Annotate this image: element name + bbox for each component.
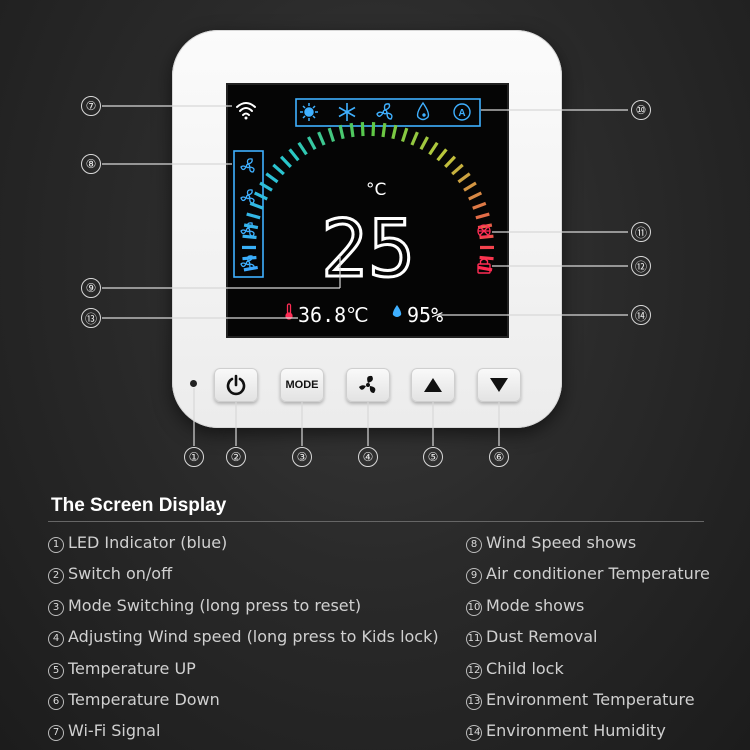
arc-segment (317, 131, 326, 146)
callout-8: ⑧ (81, 154, 101, 174)
arc-segment (463, 181, 477, 192)
snowflake-icon (338, 103, 356, 121)
arc-segment (419, 136, 429, 151)
arc-segment (307, 136, 317, 151)
arc-segment (400, 127, 409, 142)
dry-mode-icon (416, 101, 430, 121)
arc-segment (381, 122, 387, 138)
arc-segment (242, 234, 257, 240)
temperature-arc-gauge (241, 122, 495, 272)
temperature-up-button[interactable] (411, 368, 455, 402)
callout-14: ⑭ (631, 305, 651, 325)
arc-segment (410, 131, 419, 146)
temperature-down-button[interactable] (477, 368, 521, 402)
callout-1: ① (184, 447, 204, 467)
callout-9: ⑨ (81, 278, 101, 298)
callout-7: ⑦ (81, 96, 101, 116)
arc-segment (436, 148, 448, 162)
callout-10: ⑩ (631, 100, 651, 120)
arc-segment (327, 127, 336, 142)
power-icon (226, 374, 246, 396)
power-button[interactable] (214, 368, 258, 402)
arc-segment (468, 191, 483, 201)
env-temperature: 36.8℃ (298, 303, 369, 327)
arc-segment (349, 122, 355, 138)
arc-segment (444, 155, 457, 168)
mode-button[interactable]: MODE (280, 368, 324, 402)
arc-segment (265, 172, 279, 184)
auto-mode-icon: A (453, 103, 471, 121)
arc-segment (253, 191, 268, 201)
arc-segment (272, 163, 285, 176)
arc-segment (297, 141, 308, 156)
wifi-icon (236, 102, 256, 120)
fan-icon (359, 375, 376, 393)
callout-12: ⑫ (631, 256, 651, 276)
humidity-drop-icon (392, 305, 402, 317)
arc-segment (243, 265, 258, 272)
child-lock-icon (477, 258, 491, 274)
arc-segment (391, 124, 398, 140)
callout-6: ⑥ (489, 447, 509, 467)
arc-segment (279, 155, 292, 168)
arc-segment (249, 201, 264, 210)
arc-segment (246, 212, 261, 220)
mode-box (295, 98, 481, 127)
arc-segment (360, 122, 365, 137)
arc-segment (475, 212, 490, 220)
led-indicator (190, 380, 197, 387)
wind-speed-box (233, 150, 264, 278)
arc-segment (457, 172, 471, 184)
legend-title: The Screen Display (51, 495, 227, 516)
arc-segment (472, 201, 487, 210)
svg-text:A: A (458, 108, 465, 119)
wind-speed-1-icon (240, 158, 255, 173)
fan-button[interactable] (346, 368, 390, 402)
mode-button-label: MODE (285, 379, 319, 391)
legend-divider (48, 521, 704, 522)
arc-segment (259, 181, 273, 192)
triangle-down-icon (490, 378, 508, 392)
arc-segment (371, 122, 376, 137)
callout-3: ③ (292, 447, 312, 467)
sun-icon (300, 103, 318, 121)
dust-removal-icon (477, 224, 491, 238)
callout-5: ⑤ (423, 447, 443, 467)
fan-mode-icon (376, 103, 393, 120)
set-temperature: 25 (321, 205, 415, 295)
callout-2: ② (226, 447, 246, 467)
arc-segment (243, 223, 259, 230)
triangle-up-icon (424, 378, 442, 392)
screen-graphics: A °C 25 36.8℃ 95% (233, 98, 495, 327)
arc-segment (338, 124, 345, 140)
arc-segment (479, 255, 494, 261)
temperature-unit: °C (366, 180, 386, 200)
arc-segment (451, 163, 464, 176)
arc-segment (288, 148, 300, 162)
callout-11: ⑪ (631, 222, 651, 242)
lcd-screen: A °C 25 36.8℃ 95% (226, 83, 509, 338)
arc-segment (428, 141, 439, 156)
arc-segment (242, 255, 257, 261)
callout-13: ⑬ (81, 308, 101, 328)
callout-4: ④ (358, 447, 378, 467)
